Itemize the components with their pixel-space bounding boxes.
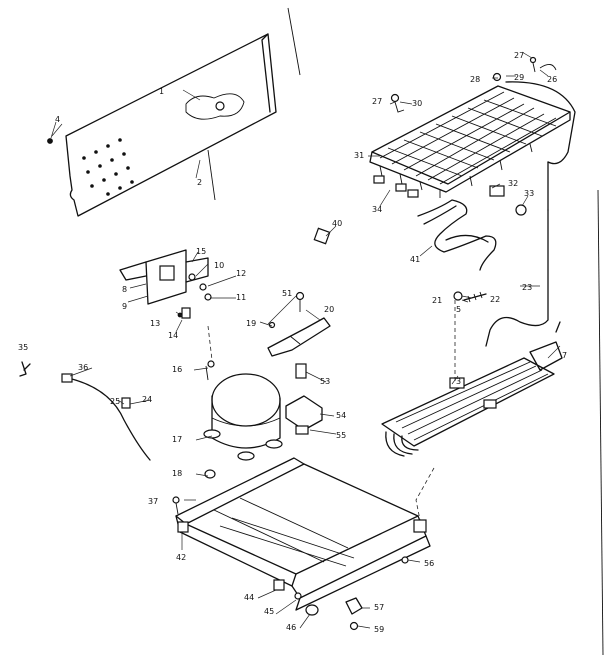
callout-56: 56 [424, 559, 434, 568]
callout-14: 14 [168, 331, 178, 340]
callout-51: 51 [282, 289, 292, 298]
callout-8: 8 [122, 285, 127, 294]
callout-1: 1 [159, 87, 164, 96]
callout-2: 2 [197, 178, 202, 187]
condenser-assembly [381, 341, 563, 457]
callout-44: 44 [244, 593, 254, 602]
callout-22: 22 [490, 295, 500, 304]
callout-20: 20 [324, 305, 334, 314]
callout-40: 40 [332, 219, 342, 228]
callout-29: 29 [514, 73, 524, 82]
callout-31: 31 [354, 151, 364, 160]
callout-23: 23 [522, 283, 532, 292]
callout-27-top: 27 [514, 51, 524, 60]
callout-13: 13 [150, 319, 160, 328]
compressor [203, 373, 283, 461]
callout-32: 32 [508, 179, 518, 188]
callout-45: 45 [264, 607, 274, 616]
callout-26: 26 [547, 75, 557, 84]
callout-28: 28 [470, 75, 480, 84]
callout-15: 15 [196, 247, 206, 256]
callout-4: 4 [55, 115, 60, 124]
callout-9: 9 [122, 302, 127, 311]
callout-10: 10 [214, 261, 224, 270]
relay-overload-assembly [119, 249, 212, 319]
callout-17: 17 [172, 435, 182, 444]
callout-16: 16 [172, 365, 182, 374]
callout-36: 36 [78, 363, 88, 372]
callout-21: 21 [432, 296, 442, 305]
rear-cover-panel [47, 33, 277, 217]
callout-57: 57 [374, 603, 384, 612]
callout-3: 3 [456, 377, 461, 386]
callout-19: 19 [246, 319, 256, 328]
callout-7: 7 [562, 351, 567, 360]
callout-46: 46 [286, 623, 296, 632]
callout-24: 24 [142, 395, 152, 404]
callout-55: 55 [336, 431, 346, 440]
callout-25: 25 [110, 397, 120, 406]
callout-33: 33 [524, 189, 534, 198]
callout-35: 35 [18, 343, 28, 352]
callout-53: 53 [320, 377, 330, 386]
callout-34: 34 [372, 205, 382, 214]
callout-11: 11 [236, 293, 246, 302]
callout-42: 42 [176, 553, 186, 562]
callout-12: 12 [236, 269, 246, 278]
callout-30: 30 [412, 99, 422, 108]
callout-5: 5 [456, 305, 461, 314]
base-frame [175, 457, 431, 611]
evaporator-coil [369, 81, 576, 211]
callout-18: 18 [172, 469, 182, 478]
callout-37: 37 [148, 497, 158, 506]
callout-27-left: 27 [372, 97, 382, 106]
callout-59: 59 [374, 625, 384, 634]
callout-41: 41 [410, 255, 420, 264]
callout-54: 54 [336, 411, 346, 420]
callout-labels: 1 2 3 4 5 7 8 9 10 11 12 13 14 15 16 17 … [18, 51, 567, 634]
vent-holes [82, 138, 134, 196]
